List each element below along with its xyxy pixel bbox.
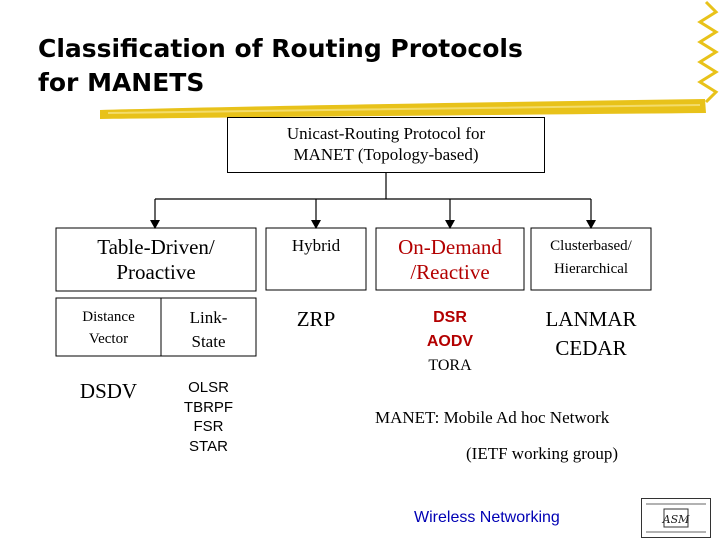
logo-image: ASM: [646, 503, 706, 533]
category-table-driven: Table-Driven/ Proactive: [56, 235, 256, 285]
accent-bar-highlight: [107, 104, 701, 114]
slide-title: Classification of Routing Protocols for …: [38, 32, 678, 100]
sub-distance-vector: Distance Vector: [56, 306, 161, 350]
box-table-driven: [55, 227, 257, 292]
on-demand-line-1: On-Demand: [398, 235, 502, 259]
protocol-item: DSR: [433, 309, 467, 326]
arrowhead-cluster: [586, 220, 596, 229]
protocol-item: ZRP: [296, 307, 336, 331]
protocol-item: TBRPF: [183, 398, 234, 416]
protocol-item: AODV: [426, 333, 474, 350]
root-protocol-box: Unicast-Routing Protocol for MANET (Topo…: [227, 117, 545, 173]
tree-connectors: [154, 173, 592, 221]
category-cluster: Clusterbased/ Hierarchical: [531, 235, 651, 281]
distance-vector-line-2: Vector: [88, 331, 129, 347]
sub-link-state: Link- State: [161, 306, 256, 354]
arrowhead-on-demand: [445, 220, 455, 229]
protocol-item: OLSR: [188, 379, 229, 396]
slide-title-line-1: Classification of Routing Protocols: [38, 34, 523, 63]
distance-vector-line-1: Distance: [82, 309, 135, 325]
box-on-demand: [375, 227, 525, 291]
tree-arrowheads: [150, 220, 596, 229]
category-hybrid: Hybrid: [291, 236, 341, 255]
logo-mark-text: ASM: [662, 513, 690, 526]
on-demand-line-2: /Reactive: [410, 260, 490, 285]
table-driven-line-1: Table-Driven/: [97, 235, 215, 259]
box-hybrid: [265, 227, 367, 291]
footer-course-title: Wireless Networking: [414, 509, 560, 526]
protocols-distance-vector: DSDV: [56, 378, 161, 404]
cluster-line-2: Hierarchical: [553, 261, 629, 277]
protocols-cluster: LANMAR CEDAR: [531, 305, 651, 363]
protocols-link-state: OLSR TBRPF FSR STAR: [161, 378, 256, 456]
category-boxes: [55, 227, 652, 357]
link-state-line-1: Link-: [189, 308, 228, 327]
protocol-item: FSR: [193, 418, 224, 435]
manet-definition-note: MANET: Mobile Ad hoc Network: [375, 408, 610, 427]
arrowhead-hybrid: [311, 220, 321, 229]
title-zigzag-decoration: [697, 0, 719, 104]
box-link-state: [160, 297, 257, 357]
slide-title-line-2: for MANETS: [38, 68, 205, 97]
protocols-hybrid: ZRP: [266, 305, 366, 333]
cluster-line-1: Clusterbased/: [550, 238, 632, 254]
protocol-item: CEDAR: [555, 336, 627, 360]
protocol-item: DSDV: [79, 379, 138, 403]
box-cluster: [530, 227, 652, 291]
protocol-item: LANMAR: [545, 307, 637, 331]
link-state-line-2: State: [191, 332, 226, 351]
root-line-1: Unicast-Routing Protocol for: [286, 124, 486, 143]
table-driven-line-2: Proactive: [116, 260, 196, 285]
protocol-item: TORA: [428, 357, 472, 374]
protocol-item: STAR: [189, 437, 228, 455]
protocols-on-demand: DSR AODV TORA: [376, 306, 524, 378]
arrowhead-table-driven: [150, 220, 160, 229]
institution-logo: ASM: [641, 498, 711, 538]
root-line-2: MANET (Topology-based): [293, 145, 479, 164]
category-on-demand: On-Demand /Reactive: [376, 235, 524, 285]
ietf-note: (IETF working group): [466, 444, 619, 463]
